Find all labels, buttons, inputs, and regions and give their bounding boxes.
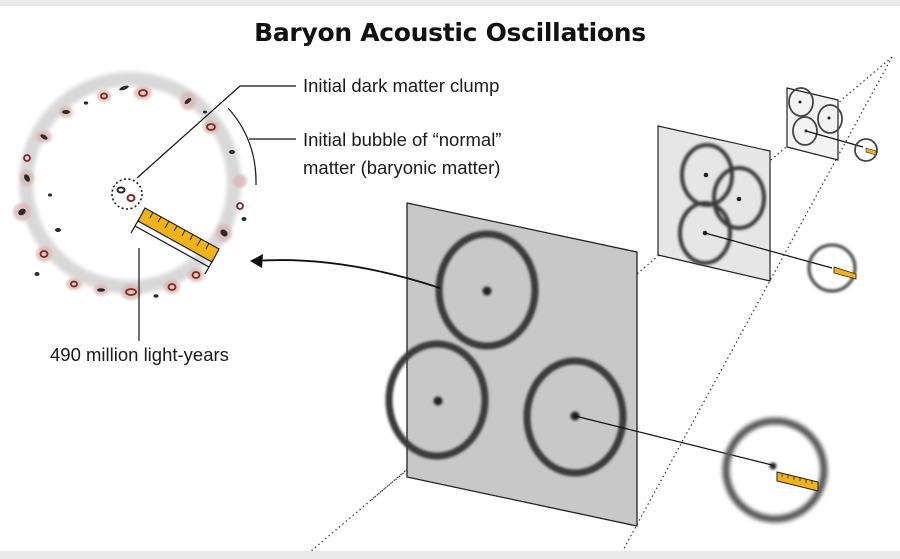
connector-large: [574, 415, 773, 466]
galaxy-ring: [13, 72, 247, 300]
zoom-circle-small: [854, 138, 878, 162]
ruler-small: [865, 147, 877, 156]
zoom-circle-mid: [807, 243, 857, 293]
zoom-arrowhead: [250, 254, 263, 268]
label-dark-matter-clump: Initial dark matter clump: [303, 75, 500, 96]
panel-mid: [657, 125, 771, 282]
panel-large-bubble-1: [435, 230, 539, 350]
panel-large-bubble-3: [523, 357, 627, 477]
bottom-border: [0, 551, 900, 559]
connector-small: [805, 130, 864, 148]
leader-dark-matter: [136, 85, 296, 179]
bubble-arc: [227, 107, 257, 186]
zoom-arrow: [253, 259, 441, 289]
dark-matter-clump: [111, 178, 143, 210]
page-title: Baryon Acoustic Oscillations: [254, 18, 646, 47]
zoom-circle-large: [722, 417, 828, 523]
label-bubble-line-1: Initial bubble of “normal”: [303, 129, 502, 150]
ruler-mid: [833, 266, 857, 280]
distance-ruler: [130, 207, 220, 341]
label-bubble-line-2: matter (baryonic matter): [303, 157, 501, 178]
panel-large-bubble-2: [385, 340, 489, 460]
panel-large: [385, 202, 638, 527]
top-border: [0, 0, 900, 6]
panel-small: [786, 87, 843, 161]
ruler-large: [776, 471, 819, 492]
panel-mid-bubble-2: [712, 166, 766, 230]
panel-mid-bubble-3: [678, 201, 732, 265]
label-distance: 490 million light-years: [50, 344, 229, 365]
